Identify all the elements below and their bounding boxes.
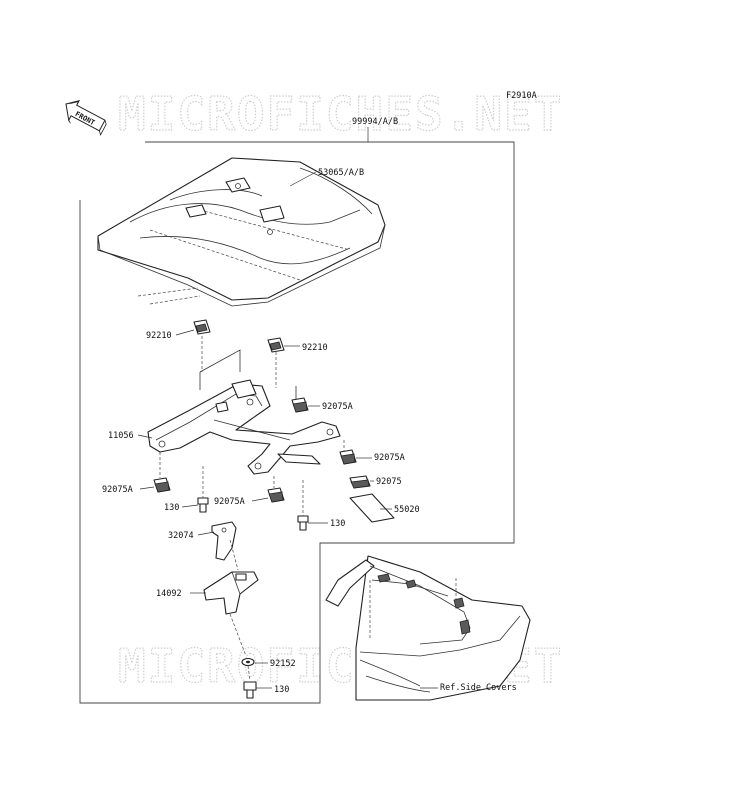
bolt-1-part (197, 497, 209, 513)
label-14092: 14092 (156, 589, 182, 599)
front-arrow-icon: FRONT (65, 99, 107, 136)
clip-left-part (193, 319, 211, 335)
label-99994: 99994/A/B (352, 117, 398, 127)
label-92075a-2: 92075A (374, 453, 405, 463)
label-55020: 55020 (394, 505, 420, 515)
label-92075a-3: 92075A (102, 485, 133, 495)
label-11056: 11056 (108, 431, 134, 441)
watermark-top: MICROFICHES.NET (118, 87, 563, 141)
bracket-part (147, 379, 341, 475)
side-covers-reference (325, 555, 531, 701)
damper-1-part (291, 397, 309, 413)
figure-code: F2910A (506, 91, 537, 101)
damper-3-part (153, 477, 171, 493)
assembly-boundary (79, 141, 515, 704)
label-ref-side-covers: Ref.Side Covers (440, 683, 517, 693)
label-92075a-1: 92075A (322, 402, 353, 412)
bolt-2-part (297, 515, 309, 531)
label-92152: 92152 (270, 659, 296, 669)
clip-right-part (267, 337, 285, 353)
bracket-plate-part (277, 453, 321, 465)
label-92075a-4: 92075A (214, 497, 245, 507)
damper-5-part (349, 475, 371, 489)
leader-53065 (289, 171, 317, 187)
label-92210-right: 92210 (302, 343, 328, 353)
seat-cover-part (97, 157, 386, 307)
stay-part (211, 521, 237, 561)
label-130-2: 130 (330, 519, 345, 529)
label-32074: 32074 (168, 531, 194, 541)
plate-part (203, 571, 259, 615)
bolt-3-part (243, 681, 257, 699)
label-53065: 53065/A/B (318, 168, 364, 178)
damper-2-part (339, 449, 357, 465)
washer-part (241, 657, 255, 667)
label-130-1: 130 (164, 503, 179, 513)
label-92075: 92075 (376, 477, 402, 487)
label-130-3: 130 (274, 685, 289, 695)
damper-4-part (267, 487, 285, 503)
pad-part (349, 493, 395, 523)
label-92210-left: 92210 (146, 331, 172, 341)
